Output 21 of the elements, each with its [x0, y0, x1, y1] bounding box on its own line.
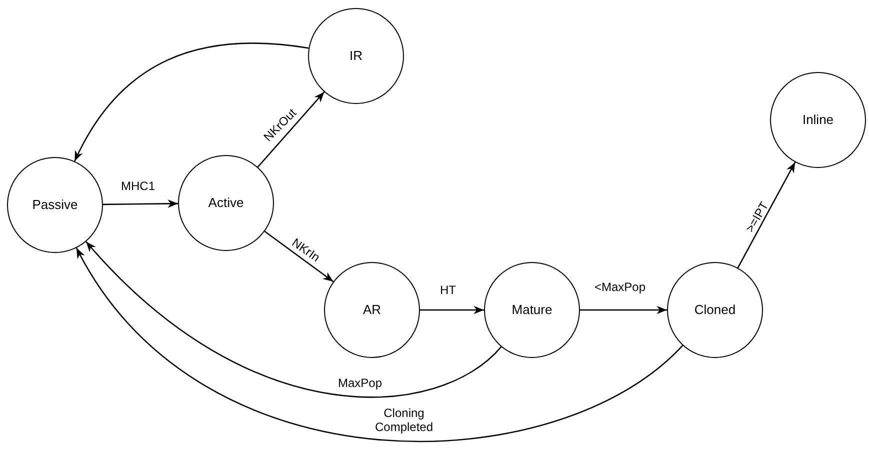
state-label: Cloned	[694, 301, 736, 320]
arrow	[86, 241, 502, 398]
arrow	[257, 92, 325, 168]
state-label: IR	[350, 47, 362, 66]
edge-label: MHC1	[120, 179, 156, 193]
edge-label: MaxPop	[336, 376, 384, 390]
edge-label: HT	[439, 283, 457, 297]
edge-label: <MaxPop	[593, 280, 647, 294]
state-label: Active	[208, 194, 244, 212]
edge-label: Cloning Completed	[374, 406, 434, 434]
arrow	[580, 306, 667, 314]
state-label: Passive	[32, 196, 78, 214]
arrow	[264, 230, 334, 282]
arrow	[76, 248, 684, 442]
arrow	[102, 200, 178, 208]
arrow	[737, 162, 796, 268]
state-label: AR	[362, 301, 382, 320]
arrow	[74, 42, 309, 162]
state-label: Inline	[802, 111, 834, 130]
state-label: Mature	[512, 301, 552, 320]
arrow	[420, 306, 484, 314]
